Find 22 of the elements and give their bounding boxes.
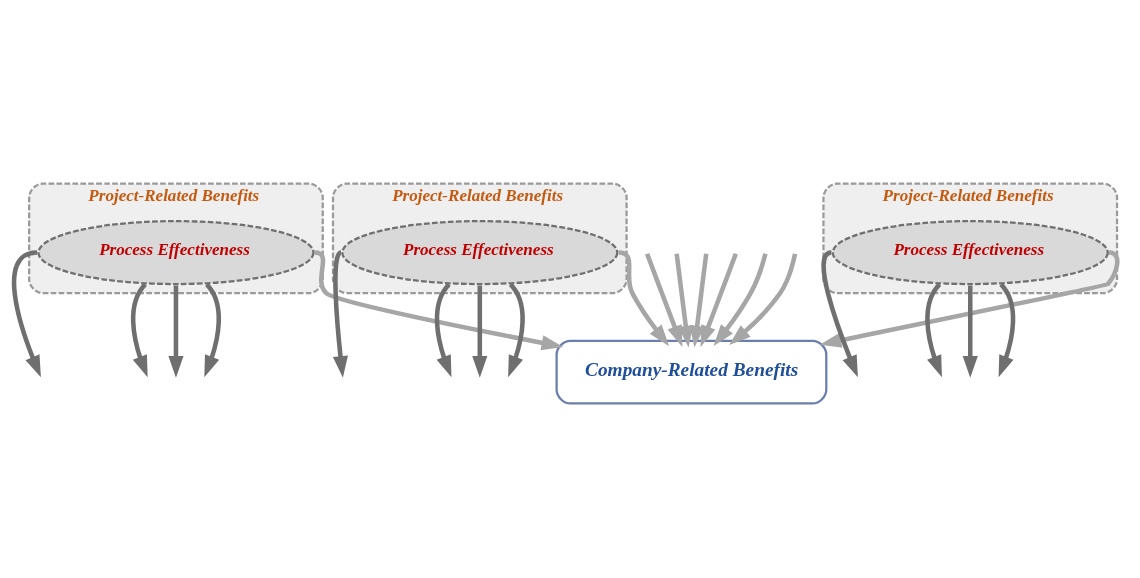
arrow bbox=[713, 253, 768, 346]
arrow bbox=[508, 283, 525, 378]
arrow bbox=[925, 283, 942, 378]
arrow bbox=[729, 253, 798, 345]
node-ellipse: Process Effectiveness bbox=[831, 220, 1109, 286]
arrow bbox=[130, 283, 148, 378]
arrow bbox=[998, 283, 1016, 378]
arrow bbox=[689, 253, 738, 348]
arrow bbox=[168, 285, 184, 378]
node-ellipse: Process Effectiveness bbox=[37, 220, 315, 286]
arrow bbox=[434, 283, 452, 378]
arrow bbox=[962, 285, 978, 378]
arrow bbox=[332, 250, 348, 378]
arrow bbox=[678, 253, 716, 348]
node-box: Company-Related Benefits bbox=[555, 339, 828, 405]
arrow bbox=[618, 250, 670, 347]
arrow bbox=[644, 253, 694, 348]
arrow bbox=[314, 250, 564, 351]
node-ellipse: Process Effectiveness bbox=[341, 220, 619, 286]
arrow bbox=[472, 285, 488, 378]
arrow bbox=[819, 250, 1120, 348]
arrow bbox=[204, 283, 221, 378]
